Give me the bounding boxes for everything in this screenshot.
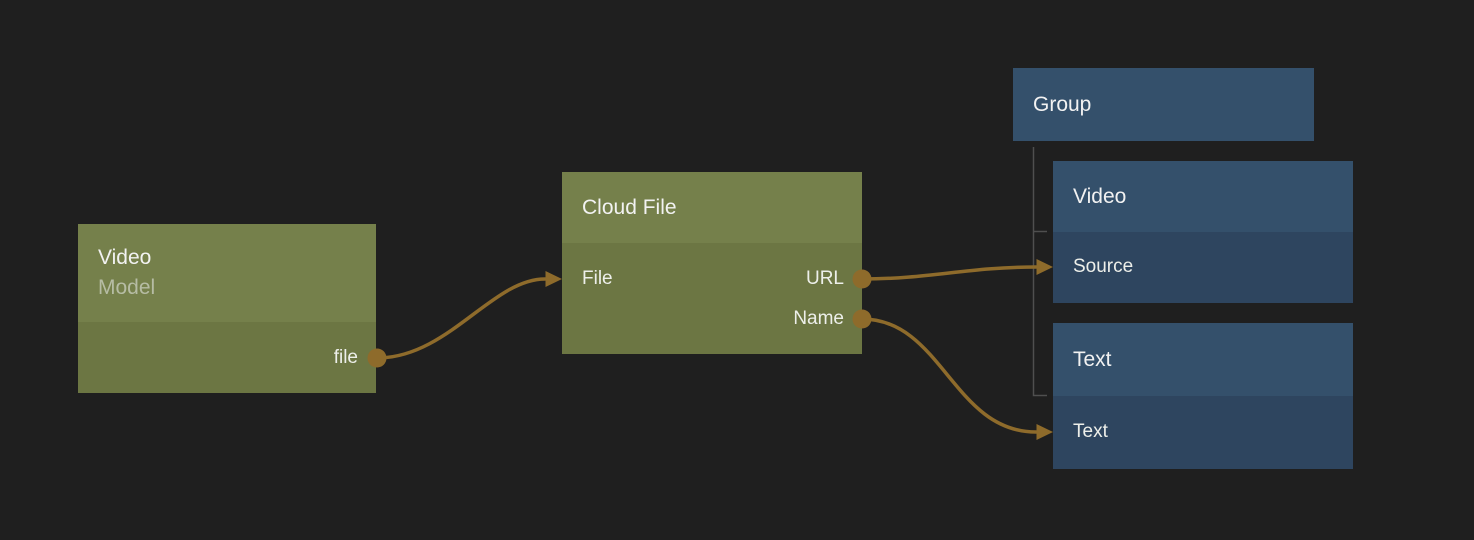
output-label-file: file bbox=[333, 347, 358, 368]
input-row-text: Text bbox=[1053, 412, 1353, 452]
output-label-name: Name bbox=[793, 308, 844, 329]
node-header[interactable]: Cloud File bbox=[562, 172, 862, 243]
node-video-sink[interactable]: Video Source bbox=[1053, 161, 1353, 303]
node-text-sink[interactable]: Text Text bbox=[1053, 323, 1353, 469]
node-title: Video bbox=[1073, 184, 1127, 208]
node-title: Video bbox=[98, 246, 152, 269]
wire-cloudfile-name-to-text-text[interactable] bbox=[860, 317, 1038, 434]
node-title: Text bbox=[1073, 347, 1112, 371]
node-header[interactable]: Video Model bbox=[78, 224, 376, 322]
node-body: File URL Name bbox=[562, 243, 862, 354]
input-row-source: Source bbox=[1053, 247, 1353, 287]
node-header[interactable]: Video bbox=[1053, 161, 1353, 232]
arrowhead-video-source-input bbox=[1036, 259, 1053, 275]
node-body: file bbox=[78, 322, 376, 393]
port-row-file-url: File URL bbox=[562, 259, 862, 299]
node-cloud-file[interactable]: Cloud File File URL Name bbox=[562, 172, 862, 354]
node-body: Source bbox=[1053, 232, 1353, 303]
arrowhead-cloudfile-file-input bbox=[545, 271, 562, 287]
node-header[interactable]: Group bbox=[1013, 68, 1314, 141]
output-label-url: URL bbox=[805, 268, 844, 289]
node-group[interactable]: Group bbox=[1013, 68, 1314, 141]
group-tree-line bbox=[1032, 147, 1047, 397]
node-title: Cloud File bbox=[582, 195, 677, 219]
node-title: Group bbox=[1033, 92, 1092, 116]
node-video-model[interactable]: Video Model file bbox=[78, 224, 376, 393]
input-label-file: File bbox=[582, 268, 613, 289]
wire-cloudfile-url-to-video-source[interactable] bbox=[860, 265, 1038, 281]
wire-video-file-to-cloudfile-file[interactable] bbox=[375, 277, 547, 360]
input-label-source: Source bbox=[1073, 256, 1134, 277]
input-label-text: Text bbox=[1073, 421, 1108, 442]
output-row-file: file bbox=[78, 338, 376, 378]
node-header[interactable]: Text bbox=[1053, 323, 1353, 396]
node-subtitle: Model bbox=[98, 276, 156, 299]
arrowhead-text-text-input bbox=[1036, 424, 1053, 440]
port-row-name: Name bbox=[562, 299, 862, 339]
node-body: Text bbox=[1053, 396, 1353, 469]
